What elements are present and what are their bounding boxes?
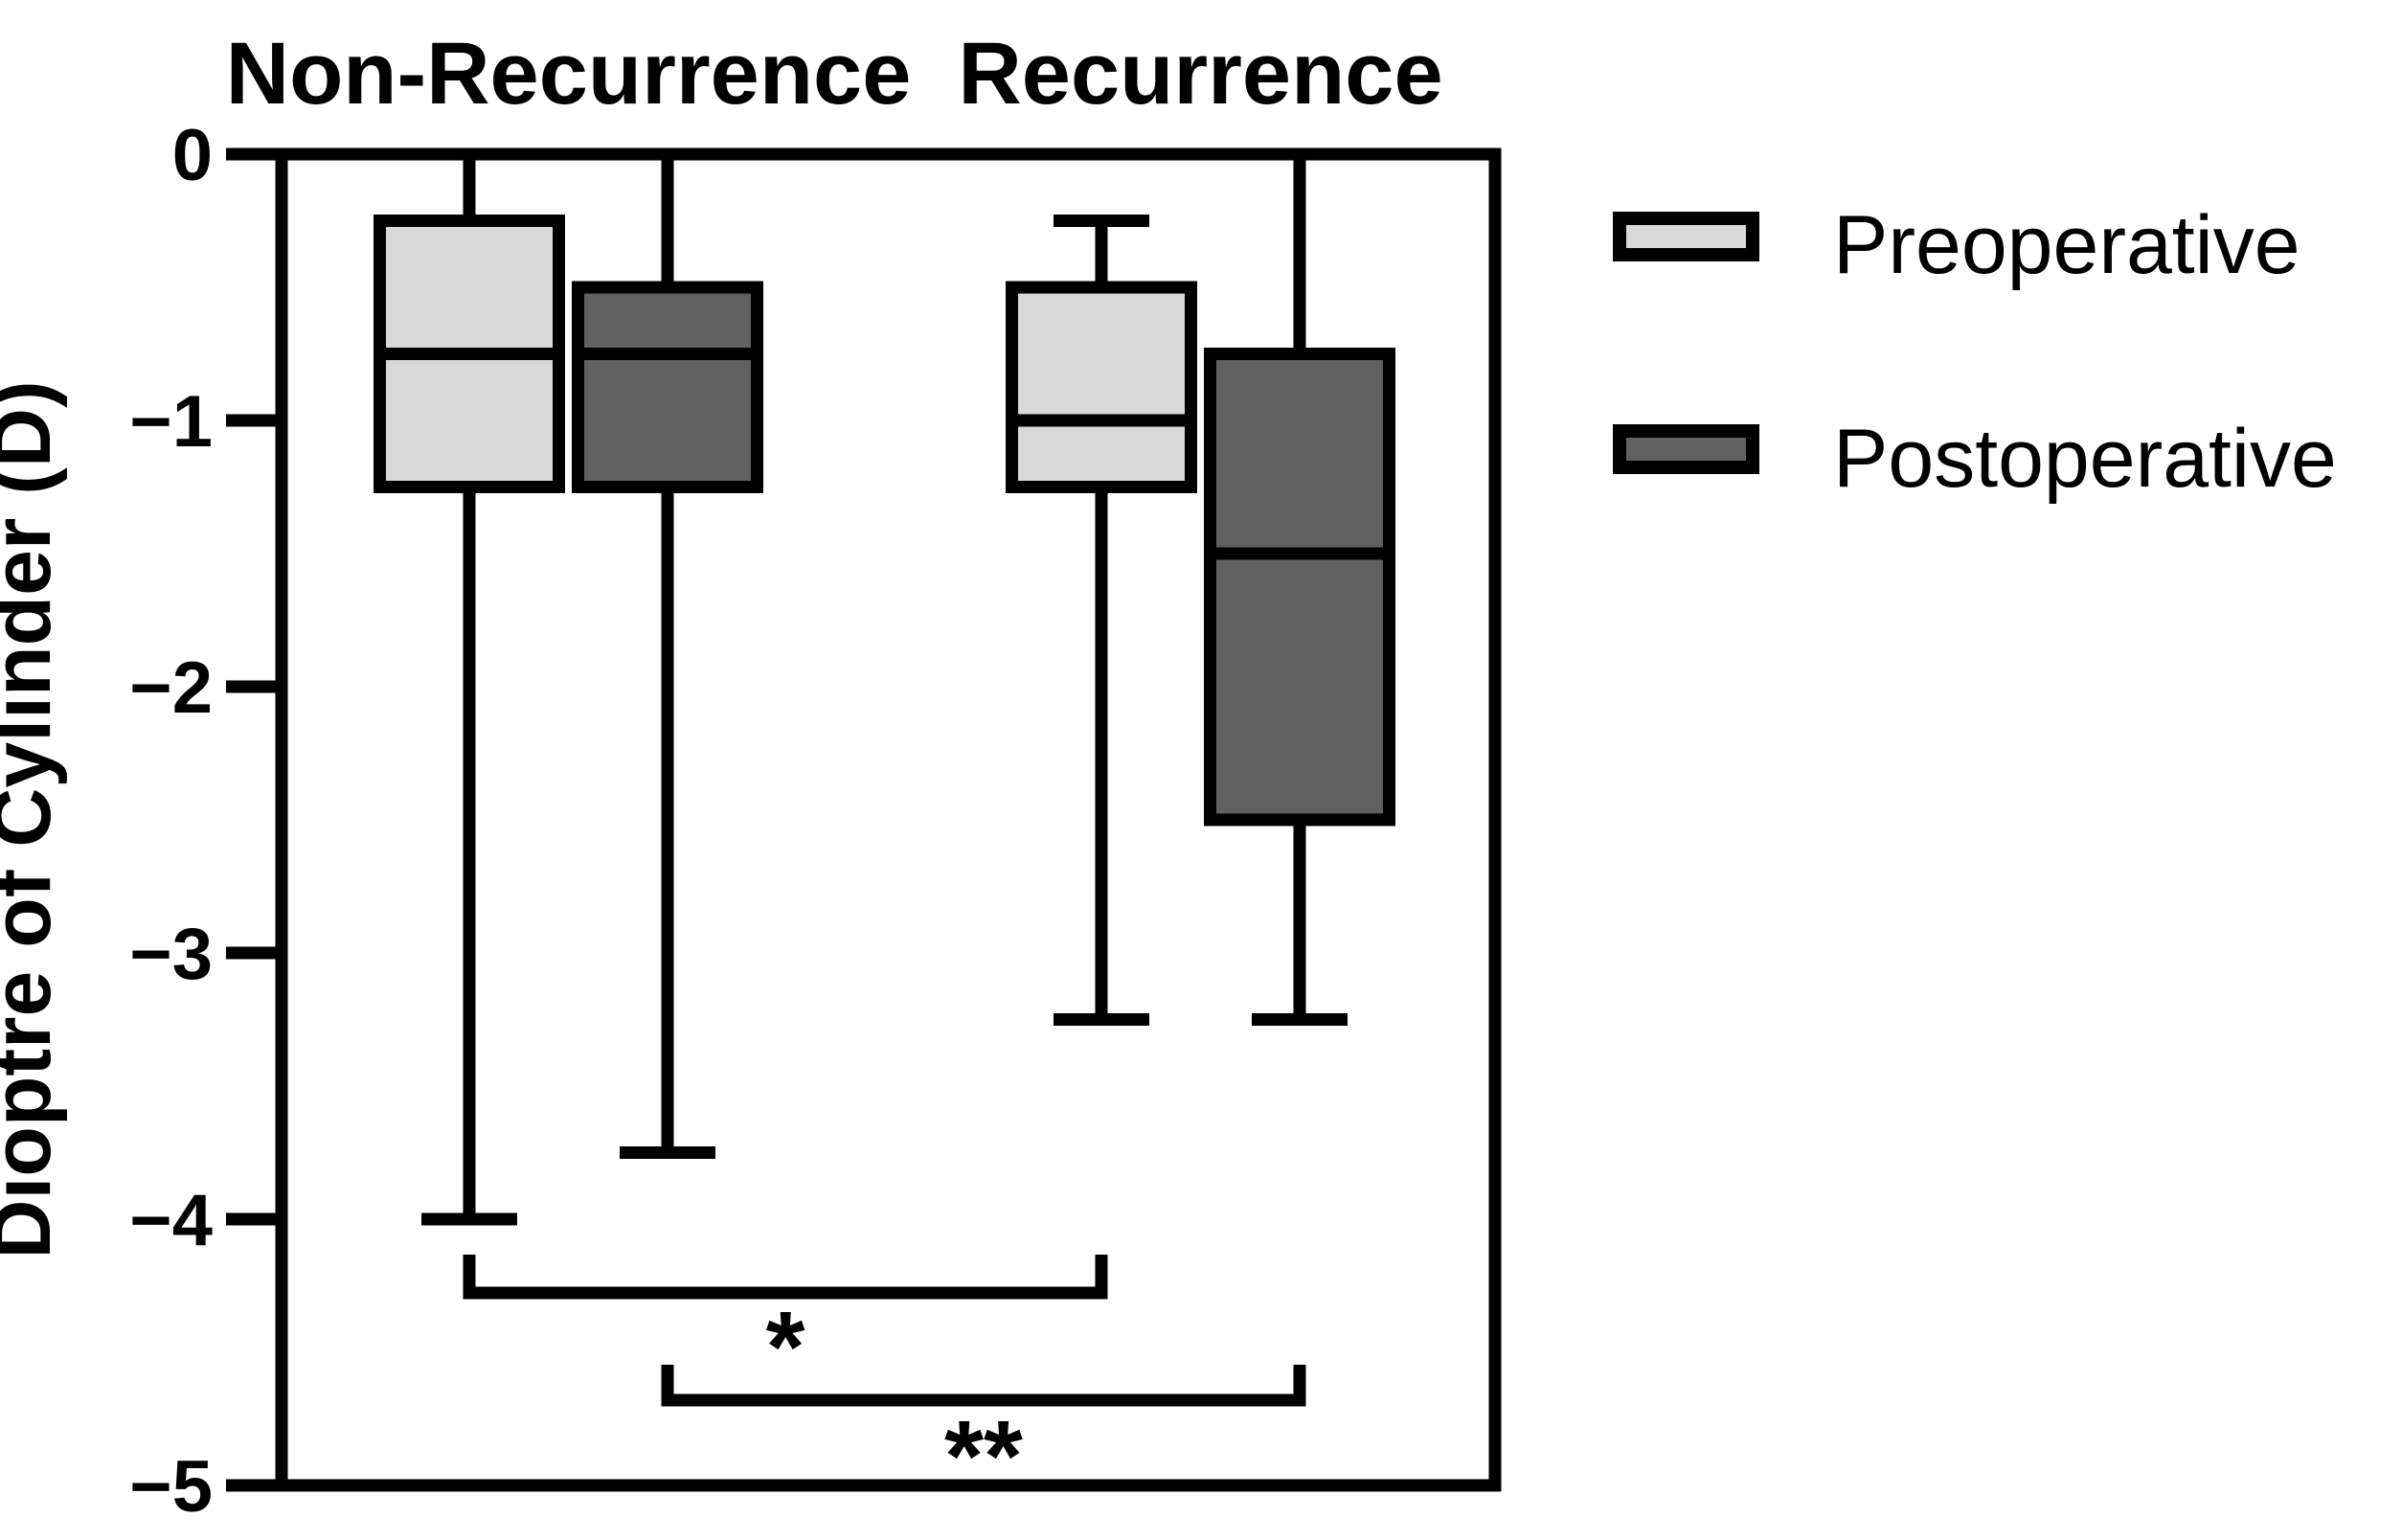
y-tick-label-4: −4: [129, 1180, 213, 1261]
group-label-recurrence: Recurrence: [958, 25, 1442, 123]
plot-frame: [275, 147, 1502, 1492]
legend-label-postoperative: Postoperative: [1833, 413, 2337, 505]
y-tick-label-3: −3: [129, 914, 213, 995]
y-tick-label-2: −2: [129, 647, 213, 729]
box-recurrence-postoperative: [1204, 348, 1395, 827]
legend-swatch-postoperative: [1613, 424, 1759, 474]
significance-label-1: *: [766, 1291, 805, 1403]
significance-bracket-1: [463, 1255, 1108, 1300]
y-axis-title: Dioptre of Cylinder (D): [0, 380, 68, 1258]
significance-label-2: **: [944, 1400, 1023, 1512]
legend-swatch-preoperative: [1613, 212, 1759, 261]
y-tick-label-5: −5: [129, 1446, 213, 1528]
significance-bracket-2: [661, 1365, 1306, 1407]
box-non-recurrence-postoperative: [572, 281, 763, 493]
group-label-non-recurrence: Non-Recurrence: [226, 25, 912, 123]
legend-label-preoperative: Preoperative: [1833, 199, 2300, 291]
y-tick-label-0: 0: [172, 115, 213, 196]
box-recurrence-preoperative: [1006, 281, 1197, 493]
y-tick-label-1: −1: [129, 381, 213, 463]
